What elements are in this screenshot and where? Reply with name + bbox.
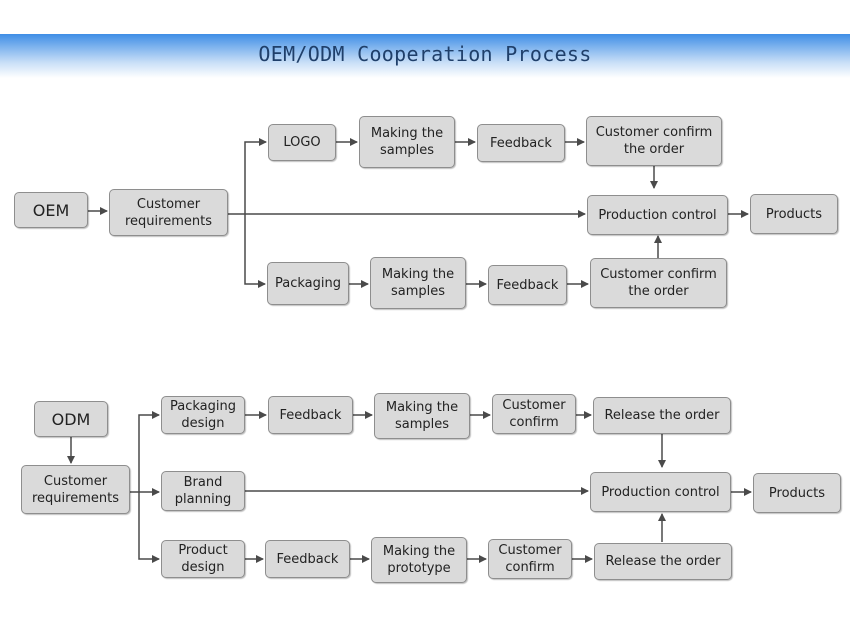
- odm-production-control-box: Production control: [590, 472, 731, 512]
- page-title: OEM/ODM Cooperation Process: [258, 42, 592, 66]
- odm-top-release-order-box: Release the order: [593, 397, 731, 434]
- oem-logo-box: LOGO: [268, 124, 336, 161]
- odm-bottom-release-order-box: Release the order: [594, 543, 732, 580]
- odm-products-box: Products: [753, 473, 841, 513]
- odm-product-design-box: Product design: [161, 540, 245, 578]
- odm-start-box: ODM: [34, 401, 108, 437]
- odm-making-samples-box: Making the samples: [374, 393, 470, 439]
- odm-requirements-box: Customer requirements: [21, 465, 130, 514]
- odm-brand-planning-box: Brand planning: [161, 471, 245, 511]
- odm-top-customer-confirm-box: Customer confirm: [492, 394, 576, 434]
- odm-bottom-customer-confirm-box: Customer confirm: [488, 539, 572, 579]
- odm-making-prototype-box: Making the prototype: [371, 537, 467, 583]
- oem-requirements-box: Customer requirements: [109, 189, 228, 236]
- oem-start-box: OEM: [14, 192, 88, 228]
- oem-production-control-box: Production control: [587, 195, 728, 235]
- oem-packaging-box: Packaging: [267, 262, 349, 305]
- odm-top-feedback-box: Feedback: [268, 396, 353, 434]
- oem-bottom-making-samples-box: Making the samples: [370, 257, 466, 309]
- branch-oem-bottom: [244, 214, 266, 288]
- odm-bottom-feedback-box: Feedback: [265, 540, 350, 578]
- odm-packaging-design-box: Packaging design: [161, 396, 245, 434]
- branch-odm-top: [138, 411, 160, 492]
- oem-bottom-customer-confirm-box: Customer confirm the order: [590, 258, 727, 308]
- oem-top-customer-confirm-box: Customer confirm the order: [586, 116, 722, 166]
- branch-odm-bottom: [138, 492, 160, 563]
- branch-oem-top: [244, 138, 267, 214]
- oem-products-box: Products: [750, 194, 838, 234]
- title-banner: [0, 34, 850, 78]
- oem-top-making-samples-box: Making the samples: [359, 116, 455, 168]
- oem-bottom-feedback-box: Feedback: [488, 265, 567, 305]
- oem-top-feedback-box: Feedback: [477, 124, 565, 162]
